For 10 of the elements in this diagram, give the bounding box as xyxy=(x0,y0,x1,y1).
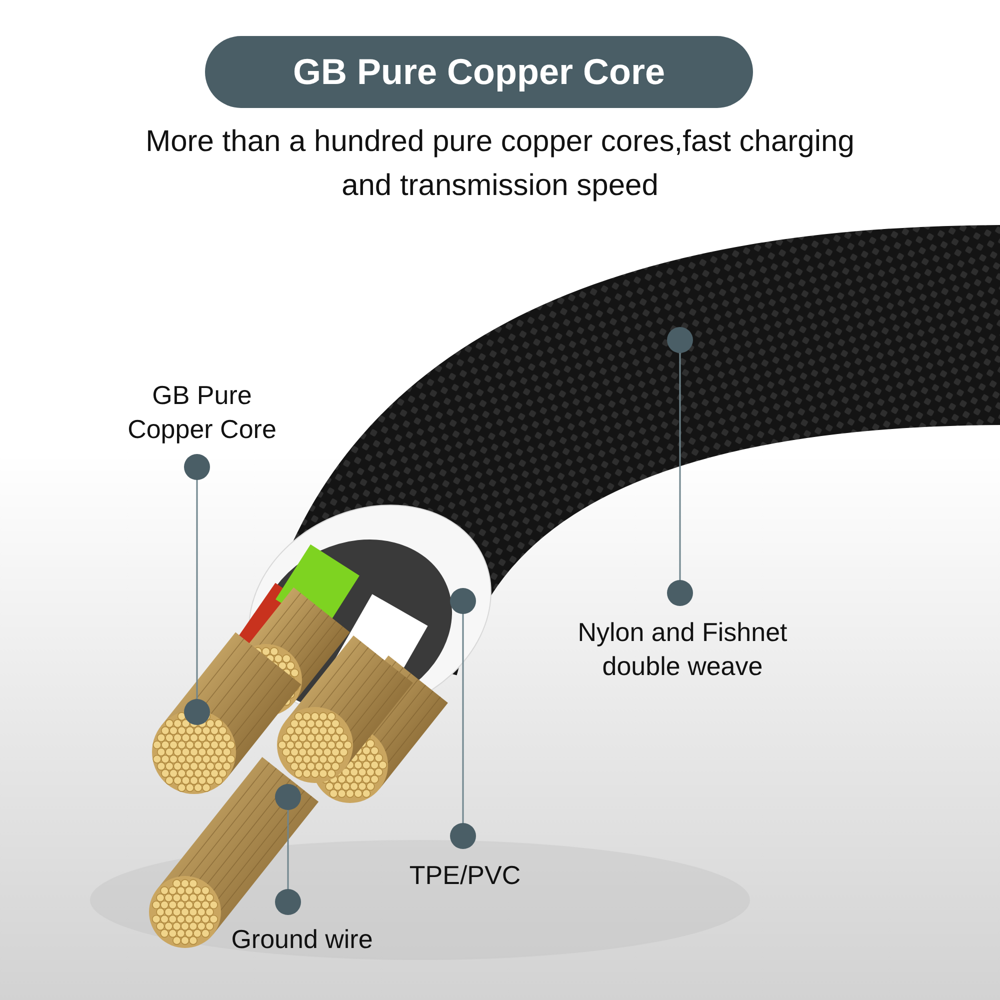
leader-line xyxy=(275,784,301,915)
leader-line xyxy=(184,454,210,725)
callout-label: Nylon and Fishnet double weave xyxy=(576,616,788,683)
title-banner: GB Pure Copper Core xyxy=(205,36,753,108)
leader-line xyxy=(667,327,693,606)
callout-label: TPE/PVC xyxy=(408,859,522,892)
callout-label: Ground wire xyxy=(230,923,374,956)
caption: More than a hundred pure copper cores,fast charging and transmission speed xyxy=(144,124,856,204)
leader-line xyxy=(450,588,476,849)
callout-label: GB Pure Copper Core xyxy=(126,379,278,446)
